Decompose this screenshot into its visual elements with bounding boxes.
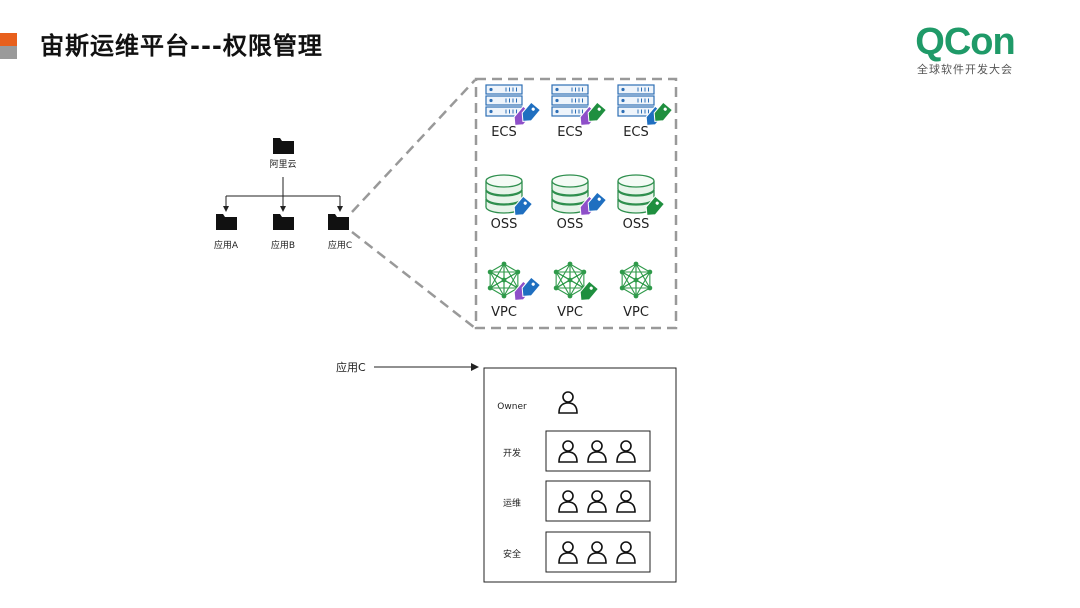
network-icon (487, 261, 521, 299)
storage-icon (485, 174, 523, 214)
user-icon (558, 490, 578, 513)
user-icon (558, 440, 578, 463)
user-icon (587, 440, 607, 463)
tree-child-label: 应用A (214, 239, 239, 251)
role-name: 运维 (503, 497, 521, 509)
resource-label: ECS (491, 125, 517, 140)
server-icon (617, 84, 655, 117)
resource-vpc: VPC (619, 261, 653, 320)
role-group-box (545, 430, 651, 472)
accent-bar-gray (0, 46, 17, 59)
role-row: 安全 (503, 531, 651, 573)
tag-icon (579, 280, 600, 301)
resource-ecs: ECS (551, 84, 608, 140)
app-panel-box (483, 367, 677, 583)
resource-oss: OSS (551, 174, 608, 232)
role-group-box (545, 480, 651, 522)
resource-label: VPC (623, 305, 649, 320)
resource-vpc: VPC (487, 261, 542, 320)
tree-child-label: 应用C (328, 239, 352, 251)
tag-icon (521, 276, 542, 297)
resource-label: OSS (557, 217, 584, 232)
tag-icon (587, 101, 608, 122)
resource-vpc: VPC (553, 261, 600, 320)
logo-wordmark: QCon (915, 21, 1015, 63)
user-icon (587, 541, 607, 564)
zoom-line-bottom (351, 231, 476, 329)
logo-subtitle: 全球软件开发大会 (917, 63, 1013, 76)
folder-icon (273, 214, 294, 230)
network-icon (553, 261, 587, 299)
resource-oss: OSS (485, 174, 534, 232)
role-row: 开发 (503, 430, 651, 472)
user-icon (587, 490, 607, 513)
resource-label: OSS (623, 217, 650, 232)
tag-icon (521, 101, 542, 122)
app-panel-label: 应用C (336, 360, 366, 374)
accent-bar-orange (0, 33, 17, 46)
role-row: Owner (497, 391, 578, 414)
folder-icon (273, 138, 294, 154)
resource-label: ECS (557, 125, 583, 140)
resource-label: ECS (623, 125, 649, 140)
server-icon (485, 84, 523, 117)
tree-child-label: 应用B (271, 239, 295, 251)
resource-tree: 阿里云 应用A 应用B 应用C (214, 138, 352, 251)
resource-label: VPC (557, 305, 583, 320)
user-icon (558, 541, 578, 564)
resource-ecs: ECS (617, 84, 674, 140)
resource-label: VPC (491, 305, 517, 320)
folder-icon (328, 214, 349, 230)
tree-root-label: 阿里云 (269, 159, 296, 170)
resource-oss: OSS (617, 174, 666, 232)
folder-icon (216, 214, 237, 230)
page-title: 宙斯运维平台---权限管理 (40, 32, 323, 60)
storage-icon (617, 174, 655, 214)
tag-icon (513, 195, 534, 216)
resource-label: OSS (491, 217, 518, 232)
role-name: 安全 (503, 548, 521, 560)
role-name: 开发 (503, 447, 521, 459)
role-name: Owner (497, 402, 527, 412)
server-icon (551, 84, 589, 117)
tag-icon (653, 101, 674, 122)
resource-grid: ECS ECS ECS OSS OSS OSS VPC VPC VPC (485, 84, 674, 320)
role-group-box (545, 531, 651, 573)
tag-icon (645, 195, 666, 216)
resource-frame (474, 77, 678, 330)
resource-ecs: ECS (485, 84, 542, 140)
storage-icon (551, 174, 589, 214)
role-row: 运维 (503, 480, 651, 522)
zoom-line-top (351, 79, 476, 213)
user-icon (616, 541, 636, 564)
user-icon (616, 490, 636, 513)
user-icon (558, 391, 578, 414)
qcon-logo: QCon 全球软件开发大会 (906, 22, 1024, 78)
tag-icon (587, 191, 608, 212)
user-icon (616, 440, 636, 463)
network-icon (619, 261, 653, 299)
